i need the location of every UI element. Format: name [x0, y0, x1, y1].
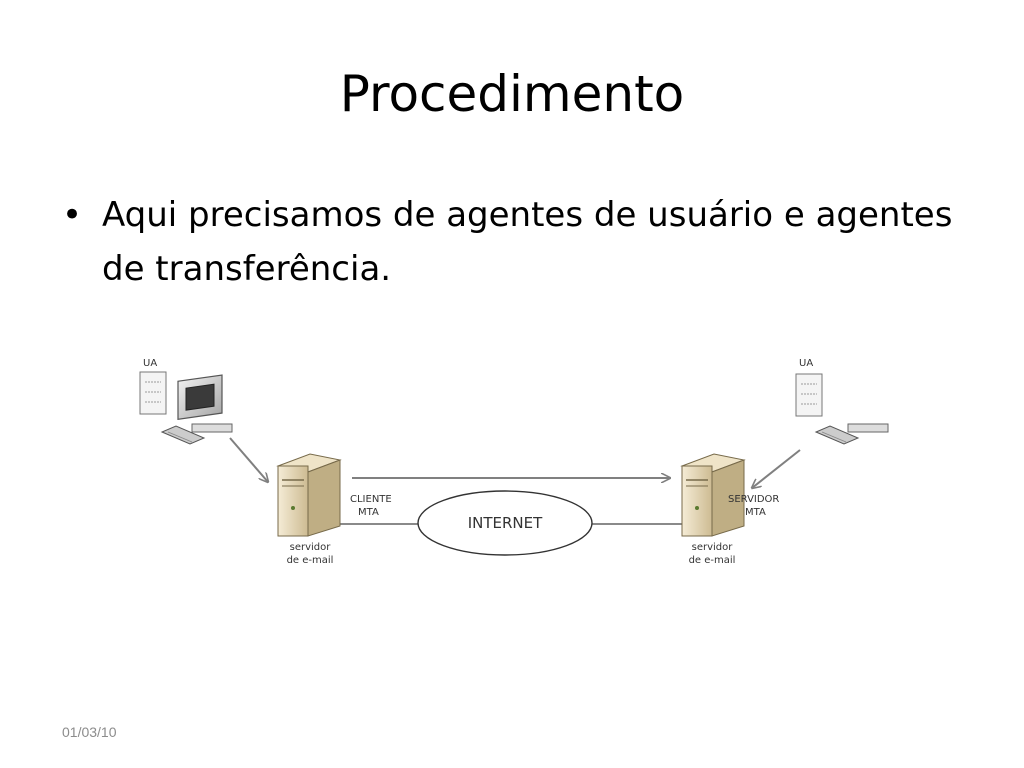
right-computer-icon — [814, 423, 889, 445]
left-ua-label: UA — [143, 358, 157, 369]
left-ua: UA — [139, 358, 233, 445]
internet-label: INTERNET — [468, 514, 543, 532]
left-mta-label-line2: MTA — [358, 507, 379, 518]
left-ua-to-mta-arrow — [229, 437, 268, 482]
left-server-label-line2: de e-mail — [287, 555, 334, 566]
bullet-list: • Aqui precisamos de agentes de usuário … — [62, 188, 962, 296]
right-server-icon — [680, 453, 746, 537]
right-server-label-line2: de e-mail — [689, 555, 736, 566]
bullet-dot-icon: • — [62, 195, 83, 235]
right-ua-label: UA — [799, 358, 813, 369]
left-computer-icon — [160, 374, 233, 445]
left-server-icon — [276, 453, 342, 537]
internet-ellipse — [417, 490, 593, 556]
email-diagram: UA UA — [139, 358, 889, 566]
right-ua-to-mta-arrow — [752, 449, 801, 488]
bullet-item: • Aqui precisamos de agentes de usuário … — [62, 188, 962, 296]
right-server-label-line1: servidor — [692, 542, 734, 553]
left-mta-label-line1: CLIENTE — [350, 494, 392, 505]
slide-title: Procedimento — [339, 65, 685, 123]
right-mta-label-line1: SERVIDOR — [728, 494, 779, 505]
left-server-label-line1: servidor — [290, 542, 332, 553]
bullet-text: Aqui precisamos de agentes de usuário e … — [102, 195, 953, 289]
left-ua-document-icon — [139, 371, 167, 415]
right-mta-label-line2: MTA — [745, 507, 766, 518]
right-ua: UA — [795, 358, 889, 445]
right-ua-document-icon — [795, 373, 823, 417]
footer-date: 01/03/10 — [62, 724, 117, 740]
